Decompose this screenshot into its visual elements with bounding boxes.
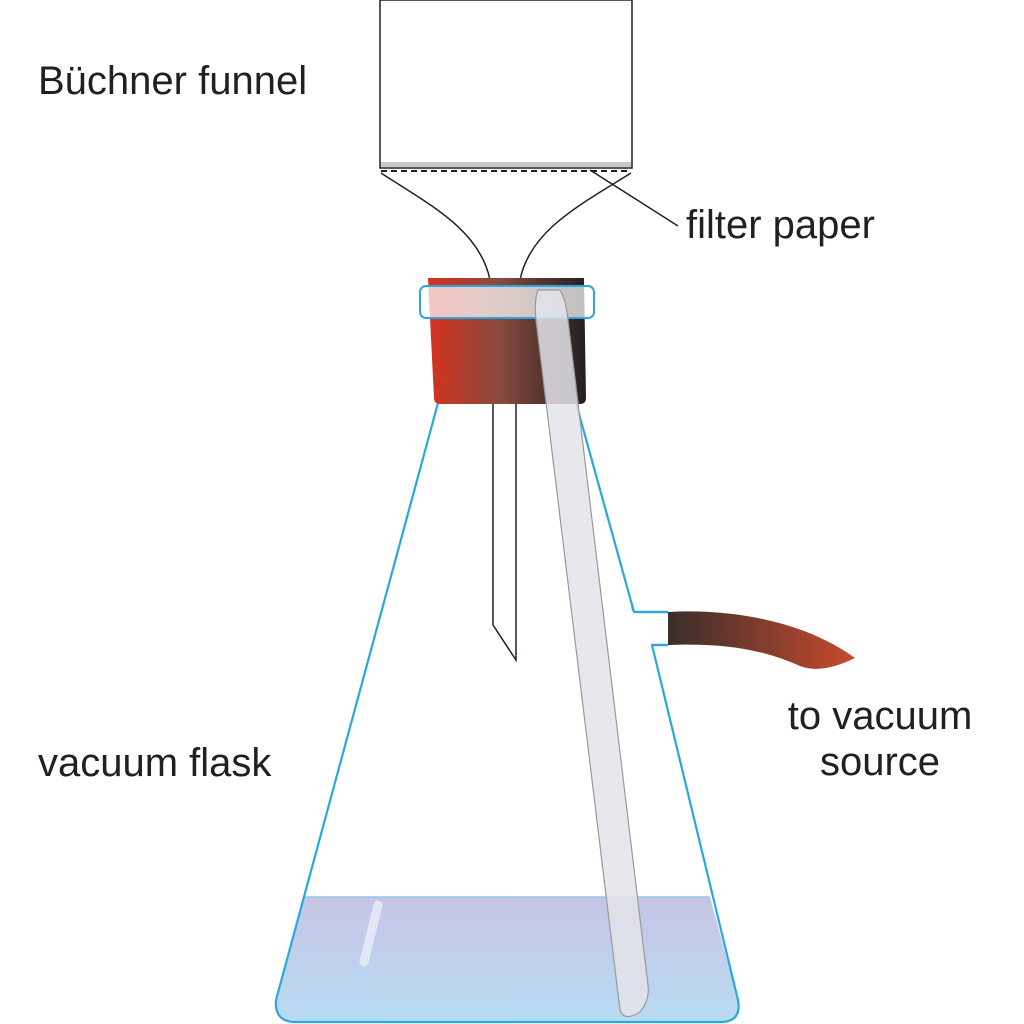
buchner-funnel	[379, 0, 633, 281]
side-arm	[630, 606, 668, 647]
funnel-stem	[492, 403, 517, 663]
flask-neck-rim	[419, 285, 595, 319]
filter-paper-leader	[589, 169, 679, 227]
buchner-funnel-label: Büchner funnel	[38, 59, 308, 103]
filtrate-liquid	[275, 897, 739, 1022]
vacuum-source-label: to vacuum source	[775, 693, 985, 785]
vacuum-source-label-line1: to vacuum	[787, 694, 973, 738]
vacuum-hose	[668, 611, 855, 669]
vacuum-flask-label: vacuum flask	[38, 741, 272, 785]
vacuum-source-label-line2: source	[819, 740, 941, 784]
filter-paper-label: filter paper	[686, 203, 875, 247]
filter-paper	[381, 162, 631, 167]
glass-rod	[534, 289, 649, 1018]
vacuum-flask	[274, 402, 740, 1024]
